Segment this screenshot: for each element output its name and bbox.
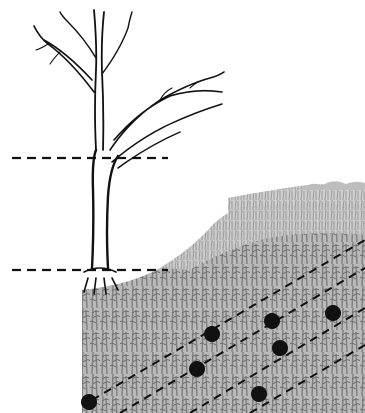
marker-dot [264, 313, 280, 329]
marker-dot [251, 386, 267, 402]
marker-dot [189, 361, 205, 377]
marker-dot [204, 326, 220, 342]
marker-dot [81, 394, 97, 410]
marker-dot [272, 340, 288, 356]
marker-dot [325, 305, 341, 321]
